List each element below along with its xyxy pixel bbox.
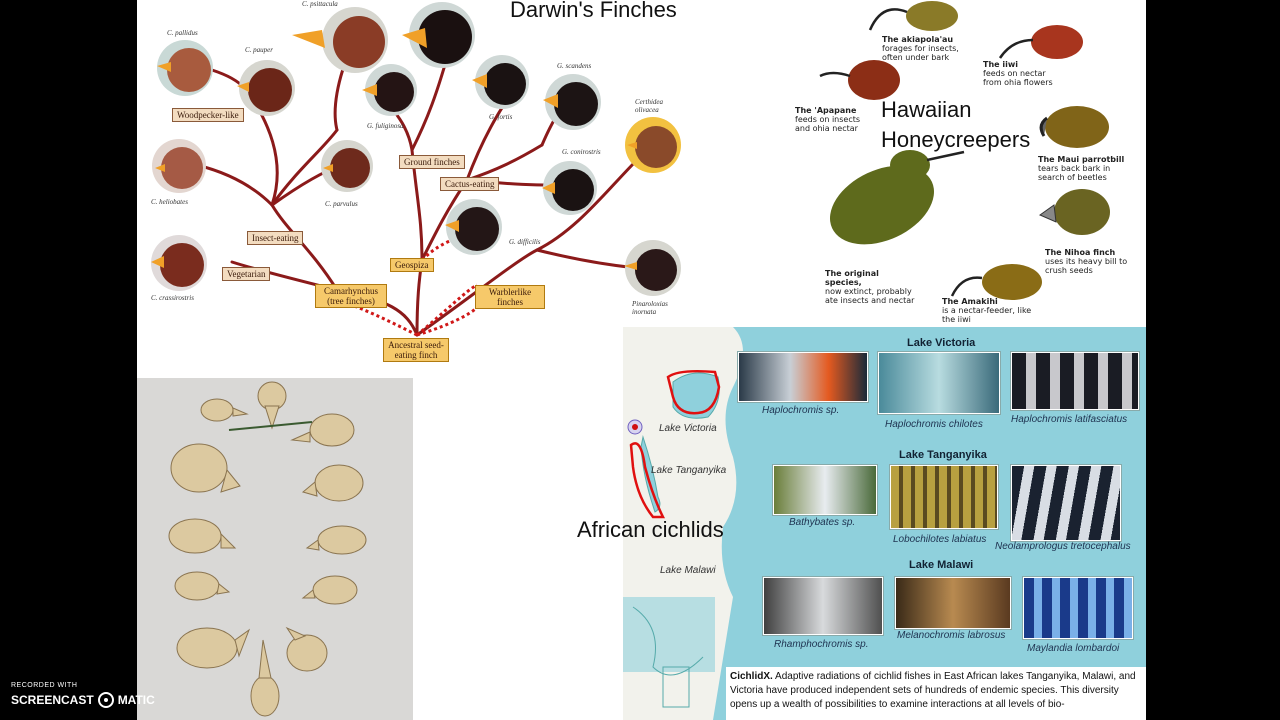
fish-photo-2 bbox=[878, 352, 1000, 414]
iiwi-name: The iiwi bbox=[983, 60, 1018, 69]
fish-label-9: Maylandia lombardoi bbox=[1027, 643, 1120, 654]
parrotbill-desc: tears back bark in search of beetles bbox=[1038, 164, 1111, 182]
species-conirostris: G. conirostris bbox=[562, 148, 601, 156]
species-pauper: C. pauper bbox=[245, 46, 273, 54]
slide-canvas: Darwin's Finches bbox=[137, 0, 1146, 720]
fish-photo-8 bbox=[895, 577, 1011, 629]
fish-photo-6 bbox=[1011, 465, 1121, 541]
fish-photo-7 bbox=[763, 577, 883, 635]
label-insect-eating: Insect-eating bbox=[247, 231, 304, 245]
watermark-line1: RECORDED WITH bbox=[11, 682, 78, 689]
species-inornata: Pinaroloxias inornata bbox=[632, 300, 668, 316]
caption-original-species: The original species,now extinct, probab… bbox=[825, 269, 917, 305]
species-parvulus: C. parvulus bbox=[325, 200, 358, 208]
fish-photo-1 bbox=[738, 352, 868, 402]
fish-photo-4 bbox=[773, 465, 877, 515]
label-ancestral: Ancestral seed-eating finch bbox=[383, 338, 449, 362]
map-label-malawi: Lake Malawi bbox=[660, 565, 716, 576]
fish-label-8: Melanochromis labrosus bbox=[897, 630, 1006, 641]
species-scandens: G. scandens bbox=[557, 62, 592, 70]
honeycreeper-illustration bbox=[819, 1, 1110, 300]
nihoa-name: The Nihoa finch bbox=[1045, 248, 1116, 257]
fish-label-7: Rhamphochromis sp. bbox=[774, 639, 869, 650]
map-label-victoria: Lake Victoria bbox=[659, 423, 717, 434]
watermark-logo-icon bbox=[97, 692, 114, 708]
cichlid-figure: Lake Victoria Lake Tanganyika Lake Malaw… bbox=[623, 327, 1146, 720]
watermark-brand-a: SCREENCAST bbox=[11, 693, 94, 707]
label-warblerlike: Warblerlike finches bbox=[475, 285, 545, 309]
lake-header-victoria: Lake Victoria bbox=[907, 337, 976, 349]
fish-photo-5 bbox=[890, 465, 998, 529]
parrotbill-name: The Maui parrotbill bbox=[1038, 155, 1125, 164]
label-vegetarian: Vegetarian bbox=[222, 267, 271, 281]
original-name: The original species, bbox=[825, 269, 879, 287]
apapane-name: The 'Apapane bbox=[795, 106, 857, 115]
screencast-watermark: RECORDED WITH SCREENCAST MATIC bbox=[11, 682, 155, 708]
species-olivacea: Certhidea olivacea bbox=[635, 98, 663, 114]
iiwi-desc: feeds on nectar from ohia flowers bbox=[983, 69, 1053, 87]
species-fortis: G. fortis bbox=[489, 113, 513, 121]
species-fuliginosa: G. fuliginosa bbox=[367, 122, 404, 130]
darwin-finch-tree bbox=[151, 2, 681, 337]
fish-label-5: Lobochilotes labiatus bbox=[893, 534, 987, 545]
amakihi-desc: is a nectar-feeder, like the iiwi bbox=[942, 306, 1032, 324]
label-woodpecker-like: Woodpecker-like bbox=[172, 108, 244, 122]
akiapolaau-name: The akiapola'au bbox=[882, 35, 954, 44]
label-camarhynchus: Camarhynchus (tree finches) bbox=[315, 284, 387, 308]
caption-body: Adaptive radiations of cichlid fishes in… bbox=[730, 671, 1136, 710]
african-cichlids-title: African cichlids bbox=[577, 517, 724, 542]
label-cactus-eating: Cactus-eating bbox=[440, 177, 500, 191]
label-ground-finches: Ground finches bbox=[399, 155, 465, 169]
darwin-finches-title: Darwin's Finches bbox=[510, 0, 677, 22]
species-crassirostris: C. crassirostris bbox=[151, 294, 194, 302]
fish-photo-9 bbox=[1023, 577, 1133, 639]
fish-photo-3 bbox=[1011, 352, 1139, 410]
akiapolaau-desc: forages for insects, often under bark bbox=[882, 44, 959, 62]
hawaiian-honeycreepers-title: Hawaiian Honeycreepers bbox=[881, 97, 1031, 152]
apapane-desc: feeds on insects and ohia nectar bbox=[795, 115, 861, 133]
finch-skulls-photo bbox=[137, 378, 413, 720]
lake-header-tanganyika: Lake Tanganyika bbox=[899, 449, 987, 461]
fish-label-2: Haplochromis chilotes bbox=[885, 419, 983, 430]
nihoa-desc: uses its heavy bill to crush seeds bbox=[1045, 257, 1128, 275]
caption-title: CichlidX. bbox=[730, 671, 773, 682]
fish-label-3: Haplochromis latifasciatus bbox=[1011, 414, 1128, 425]
finch-heads bbox=[151, 2, 681, 296]
watermark-brand-b: MATIC bbox=[117, 693, 155, 707]
map-label-tanganyika: Lake Tanganyika bbox=[651, 465, 727, 476]
fish-label-6: Neolamprologus tretocephalus bbox=[995, 541, 1131, 552]
species-psittacula: C. psittacula bbox=[302, 0, 338, 8]
amakihi-name: The Amakihi bbox=[942, 297, 998, 306]
lake-header-malawi: Lake Malawi bbox=[909, 559, 974, 571]
species-difficilis: G. difficilis bbox=[509, 238, 541, 246]
fish-label-4: Bathybates sp. bbox=[789, 517, 856, 528]
cichlid-caption: CichlidX. Adaptive radiations of cichlid… bbox=[726, 667, 1146, 720]
species-pallidus: C. pallidus bbox=[167, 29, 198, 37]
fish-label-1: Haplochromis sp. bbox=[762, 405, 840, 416]
species-heliobates: C. heliobates bbox=[151, 198, 188, 206]
label-geospiza: Geospiza bbox=[390, 258, 434, 272]
original-desc: now extinct, probably ate insects and ne… bbox=[825, 287, 915, 305]
